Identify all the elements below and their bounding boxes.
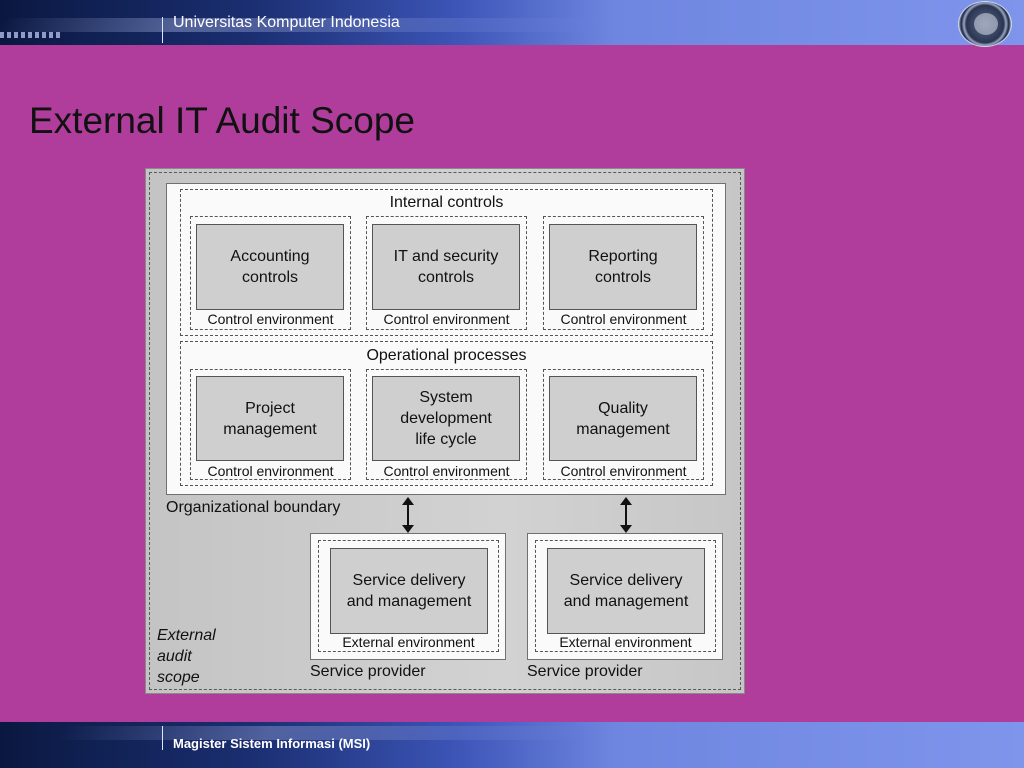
- service-delivery-box: Service delivery and management: [330, 548, 488, 634]
- service-provider-box: Service delivery and management External…: [310, 533, 506, 660]
- control-environment-label: Control environment: [560, 311, 687, 327]
- external-audit-scope-label: External audit scope: [157, 627, 216, 686]
- internal-controls-group: [180, 189, 713, 336]
- it-security-controls-box: IT and security controls: [372, 224, 520, 310]
- double-arrow-icon: [402, 497, 414, 533]
- institution-name: Universitas Komputer Indonesia: [173, 14, 400, 31]
- quality-management-panel: [543, 369, 704, 480]
- control-environment-label: Control environment: [207, 463, 334, 479]
- audit-scope-dashed-border: [149, 172, 741, 690]
- external-environment-label: External environment: [342, 634, 475, 650]
- control-environment-label: Control environment: [560, 463, 687, 479]
- slide-title: External IT Audit Scope: [29, 100, 415, 141]
- external-environment-label: External environment: [559, 634, 692, 650]
- footer-separator: [162, 726, 163, 750]
- operational-processes-title: Operational processes: [366, 347, 527, 364]
- header-band: Universitas Komputer Indonesia: [0, 0, 1024, 45]
- project-management-panel: [190, 369, 351, 480]
- operational-processes-group: [180, 341, 713, 486]
- service-provider-box: Service delivery and management External…: [527, 533, 723, 660]
- reporting-controls-panel: [543, 216, 704, 330]
- audit-scope-diagram: Internal controls Accounting controls Co…: [145, 168, 745, 694]
- service-provider-label: Service provider: [310, 663, 426, 680]
- control-environment-label: Control environment: [383, 311, 510, 327]
- reporting-controls-box: Reporting controls: [549, 224, 697, 310]
- university-seal-icon: [958, 1, 1012, 47]
- it-security-controls-panel: [366, 216, 527, 330]
- sdlc-panel: [366, 369, 527, 480]
- program-name: Magister Sistem Informasi (MSI): [173, 736, 371, 751]
- header-separator: [162, 17, 163, 43]
- internal-controls-title: Internal controls: [389, 194, 504, 211]
- accounting-controls-panel: [190, 216, 351, 330]
- service-delivery-box: Service delivery and management: [547, 548, 705, 634]
- organizational-boundary-label: Organizational boundary: [166, 499, 341, 516]
- footer-band: Magister Sistem Informasi (MSI): [0, 722, 1024, 768]
- service-provider-label: Service provider: [527, 663, 643, 680]
- sdlc-box: System development life cycle: [372, 376, 520, 461]
- header-dot-pattern: [0, 32, 60, 38]
- organizational-boundary-box: Internal controls Accounting controls Co…: [166, 183, 726, 495]
- double-arrow-icon: [620, 497, 632, 533]
- external-environment-panel: [535, 540, 716, 652]
- control-environment-label: Control environment: [207, 311, 334, 327]
- external-environment-panel: [318, 540, 499, 652]
- quality-management-box: Quality management: [549, 376, 697, 461]
- accounting-controls-box: Accounting controls: [196, 224, 344, 310]
- project-management-box: Project management: [196, 376, 344, 461]
- control-environment-label: Control environment: [383, 463, 510, 479]
